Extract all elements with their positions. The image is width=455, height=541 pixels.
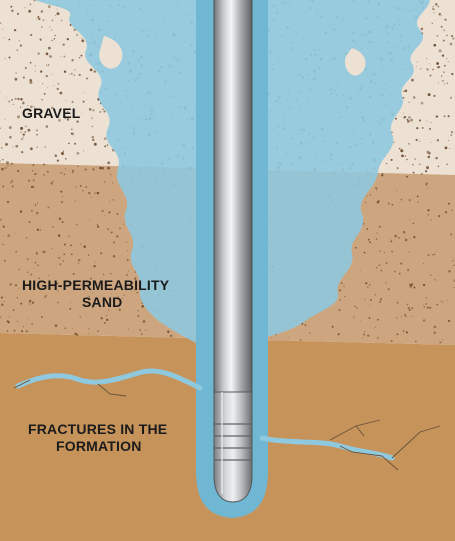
label-fractures-line1: FRACTURES IN THE [28, 421, 167, 437]
well-casing-icon [214, 0, 252, 400]
fracture-right-crack [329, 419, 441, 471]
pump-tip-icon [213, 391, 253, 503]
fracture-right [259, 435, 395, 461]
fracture-left-crack [13, 379, 127, 397]
label-sand-line2: SAND [82, 294, 122, 310]
label-sand-line1: HIGH-PERMEABILITY [22, 277, 170, 293]
plume-island-right [344, 48, 366, 76]
label-fractures-line2: FORMATION [56, 438, 142, 454]
label-gravel: GRAVEL [22, 105, 81, 121]
fracture-left [15, 368, 203, 391]
plume-island-left [99, 36, 123, 69]
